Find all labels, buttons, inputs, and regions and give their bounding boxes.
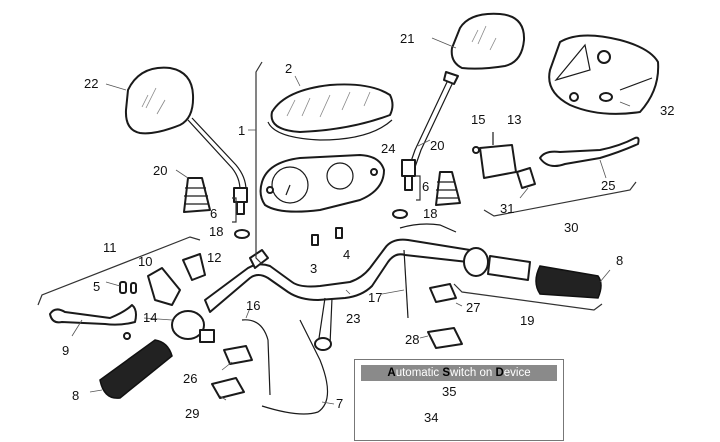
part-label-23: 23 (346, 311, 361, 326)
part-label-20-left: 20 (153, 163, 168, 178)
part-label-30: 30 (564, 220, 579, 235)
left-grip-assembly (99, 310, 215, 399)
part-label-11: 11 (103, 240, 117, 255)
part-label-8-right: 8 (616, 253, 624, 268)
part-label-27: 27 (466, 300, 481, 315)
left-rubber-boot (183, 177, 211, 213)
part-label-26: 26 (183, 371, 198, 386)
pin (119, 281, 127, 294)
screw (130, 282, 137, 294)
bracket-1 (255, 61, 263, 265)
right-mirror (401, 12, 526, 191)
instrument-cover (267, 83, 394, 141)
left-clutch-lever (49, 304, 137, 326)
part-label-32: 32 (660, 103, 675, 118)
part-label-13: 13 (507, 112, 522, 127)
cable-17 (403, 249, 409, 319)
left-washer (234, 229, 250, 239)
part-label-16: 16 (246, 298, 261, 313)
bracket-19 (453, 283, 603, 311)
switch-29 (211, 377, 245, 399)
cable-7 (261, 319, 329, 415)
left-mirror (124, 66, 248, 215)
part-label-1: 1 (238, 123, 246, 138)
part-label-31: 31 (500, 201, 515, 216)
bolt-4 (335, 227, 343, 239)
part-label-4: 4 (343, 247, 351, 262)
part-label-19: 19 (520, 313, 535, 328)
part-label-17: 17 (368, 290, 383, 305)
part-label-5: 5 (93, 279, 101, 294)
part-label-2: 2 (285, 61, 293, 76)
part-label-9: 9 (62, 343, 70, 358)
right-washer (392, 209, 408, 219)
part-label-15: 15 (471, 112, 486, 127)
lever-bracket (147, 267, 181, 306)
clamp (182, 253, 206, 281)
legend-title-initial-a: A (387, 367, 396, 379)
bolt-3 (311, 234, 319, 246)
handlebar-cover (548, 34, 660, 115)
right-throttle-grip (463, 247, 602, 299)
part-label-8-left: 8 (72, 388, 80, 403)
part-label-29: 29 (185, 406, 200, 421)
legend-title-initial-d: D (495, 367, 504, 379)
legend-title-text-s: witch on (450, 367, 496, 379)
part-label-18-right: 18 (423, 206, 438, 221)
cable-top (399, 223, 457, 233)
legend-title-text-a: utomatic (395, 367, 443, 379)
switch-26 (223, 345, 253, 365)
switch-27 (429, 283, 457, 303)
part-label-10: 10 (138, 254, 153, 269)
part-label-35: 35 (442, 384, 457, 399)
legend-title: Automatic Switch on Device (361, 365, 557, 381)
part-label-21: 21 (400, 31, 415, 46)
right-brake-lever (539, 136, 640, 167)
right-rubber-boot (435, 171, 461, 206)
part-label-12: 12 (207, 250, 222, 265)
bracket-30 (483, 181, 637, 217)
bracket-11 (37, 236, 201, 306)
automatic-switch-legend: Automatic Switch on Device (354, 359, 564, 441)
legend-title-initial-s: S (442, 367, 451, 379)
part-label-3: 3 (310, 261, 318, 276)
switch-28 (427, 327, 463, 349)
part-label-34: 34 (424, 410, 439, 425)
part-label-22: 22 (84, 76, 99, 91)
bracket-6-left (232, 197, 237, 223)
part-label-24: 24 (381, 141, 396, 156)
nut (123, 332, 131, 340)
instrument-cluster (259, 154, 385, 213)
part-label-14: 14 (143, 310, 158, 325)
part-label-25: 25 (601, 178, 616, 193)
brake-master-cylinder (472, 132, 536, 189)
legend-title-text-d: evice (503, 367, 531, 379)
part-label-7: 7 (336, 396, 344, 411)
part-label-18-left: 18 (209, 224, 224, 239)
part-label-6-right: 6 (422, 179, 430, 194)
cable-16 (241, 319, 271, 396)
part-label-20-right: 20 (430, 138, 445, 153)
part-label-6-left: 6 (210, 206, 218, 221)
part-label-28: 28 (405, 332, 420, 347)
bracket-6-right (416, 175, 421, 201)
leader-lines (71, 37, 631, 405)
